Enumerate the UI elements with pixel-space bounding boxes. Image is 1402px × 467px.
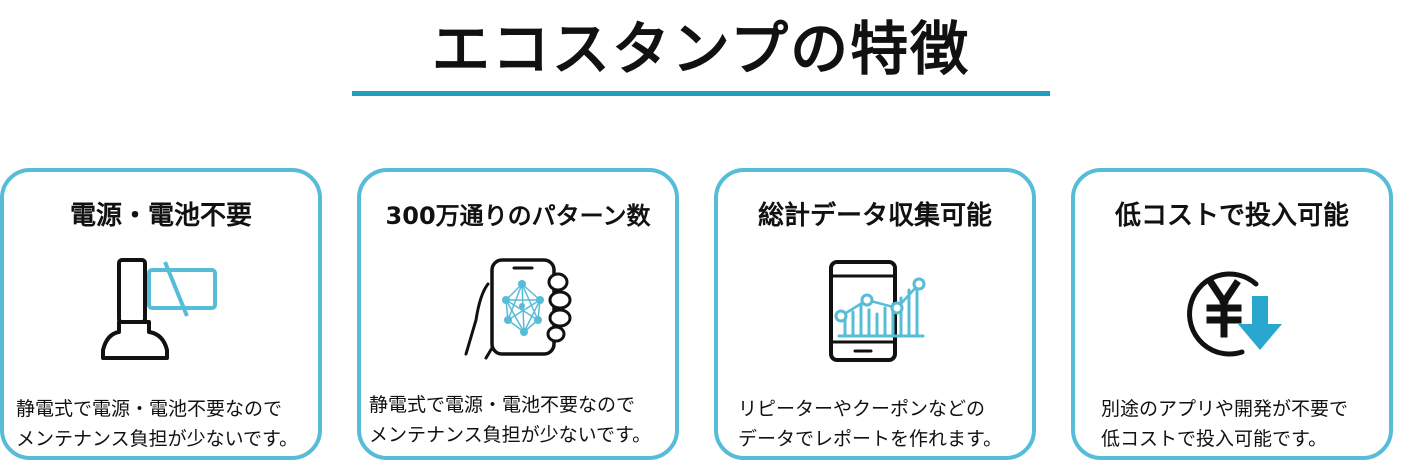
smartphone-network-icon	[458, 254, 578, 364]
feature-card-patterns: 300万通りのパターン数	[357, 168, 679, 460]
card-desc-line: 低コストで投入可能です。	[1101, 428, 1328, 450]
card-desc-line: リピーターやクーポンなどの	[738, 398, 986, 420]
yen-down-icon	[1172, 254, 1292, 364]
card-desc-line: メンテナンス負担が少ないです。	[369, 424, 652, 446]
smartphone-chart-icon	[815, 254, 935, 364]
card-desc-line: 別途のアプリや開発が不要で	[1101, 398, 1349, 420]
card-desc-line: 静電式で電源・電池不要なので	[369, 394, 636, 416]
card-desc-line: 静電式で電源・電池不要なので	[16, 398, 283, 420]
card-title: 総計データ収集可能	[757, 201, 992, 231]
feature-card-no-power: 電源・電池不要 静電式で電源・電池不要なので メンテナンス負担が少ないです。	[0, 168, 322, 460]
feature-card-low-cost: 低コストで投入可能 別途のアプリや開発が不要で 低コストで投入可能です。	[1071, 168, 1393, 460]
feature-card-data: 総計データ収集可能 リピーターやクーポンなどの データでレポートを作れま	[714, 168, 1036, 460]
stamp-no-battery-icon	[101, 254, 221, 364]
card-title: 300万通りのパターン数	[385, 202, 651, 230]
card-desc-line: データでレポートを作れます。	[738, 428, 1003, 450]
card-desc-line: メンテナンス負担が少ないです。	[16, 428, 299, 450]
title-underline	[352, 91, 1050, 96]
page-title: エコスタンプの特徴	[431, 15, 971, 83]
card-title: 低コストで投入可能	[1114, 201, 1349, 231]
card-title: 電源・電池不要	[69, 201, 252, 231]
